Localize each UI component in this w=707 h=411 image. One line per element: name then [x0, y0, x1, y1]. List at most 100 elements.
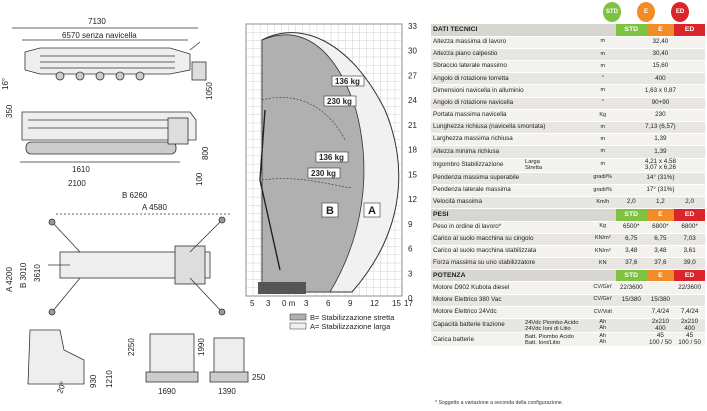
row-label: Velocità massima — [431, 196, 590, 210]
table-row: Angolo di rotazione torretta°400 — [431, 72, 705, 86]
value-line: 45 — [686, 332, 694, 340]
row-value: 1,39 — [615, 145, 705, 159]
row-label: Angolo di rotazione torretta — [431, 72, 590, 86]
row-value-e: 6,75 — [646, 233, 675, 246]
load-label-2: 230 kg — [327, 97, 352, 106]
row-unit: ° — [589, 97, 616, 110]
front-views-drawing — [27, 329, 249, 385]
y-tick-label: 6 — [408, 245, 413, 254]
y-tick-label: 12 — [408, 195, 417, 204]
col-header-ed: ED — [674, 269, 705, 283]
row-unit: ° — [589, 72, 616, 86]
x-tick-label: 5 — [250, 299, 255, 308]
row-value-ed: 7,4/24 — [674, 306, 705, 320]
row-unit: Kg — [589, 109, 616, 123]
row-unit: CV/Giri' — [589, 294, 616, 307]
technical-drawings: 7130 6570 senza navicella 16° 1050 350 8… — [1, 17, 417, 396]
row-unit: Km/h — [589, 196, 616, 210]
sublabel: Stretta — [524, 165, 543, 172]
sublabel: Batt. Ioni/Litio — [524, 339, 561, 346]
row-label: Lunghezza richiusa (navicella smontata) — [431, 121, 590, 135]
footnote: * Soggetto a variazione a seconda della … — [435, 400, 564, 406]
row-label: Sbraccio laterale massimo — [431, 60, 590, 74]
top-view-drawing — [12, 27, 207, 81]
row-unit: m — [589, 48, 616, 62]
row-value-std: 6,75 — [615, 233, 647, 246]
zone-a-box — [363, 202, 381, 218]
dim-height-1: 1050 — [205, 82, 214, 100]
row-value-e: 37,6 — [646, 257, 675, 271]
row-value-ed — [674, 294, 705, 307]
row-value-std: 3,48 — [615, 245, 647, 259]
load-label-3: 136 kg — [319, 153, 344, 162]
row-label: Carica batterie — [431, 332, 523, 348]
dim-total-length: 7130 — [88, 17, 106, 26]
col-header-e: E — [646, 269, 675, 283]
row-unit: m — [589, 84, 616, 98]
value-line: 3,07 x 6,26 — [644, 164, 676, 172]
x-tick-label: 6 — [326, 299, 331, 308]
dim-angle: 16° — [1, 78, 10, 90]
row-unit: m — [589, 145, 616, 159]
row-unit: m — [589, 60, 616, 74]
y-tick-label: 3 — [408, 269, 413, 278]
value-line: 2x210 — [681, 318, 699, 326]
y-tick-label: 15 — [408, 170, 417, 179]
dim-front-h1: 2250 — [127, 338, 136, 356]
row-value: 30,40 — [615, 48, 705, 62]
row-label: Capacità batterie trazione — [431, 318, 523, 334]
row-value-std: 6500* — [615, 221, 647, 234]
unit-line: Ah — [599, 333, 607, 340]
y-tick-label: 9 — [408, 220, 413, 229]
row-label: Pendenza laterale massima — [431, 184, 590, 198]
y-tick-label: 0 — [408, 294, 413, 303]
row-label: Forza massima su uno stabilizzatore — [431, 257, 590, 271]
dim-front-w5: 1210 — [105, 370, 114, 388]
row-unit: m — [589, 133, 616, 147]
y-tick-label: 33 — [408, 22, 417, 31]
dim-plan-hin: 3610 — [33, 264, 42, 282]
x-tick-label: 0 m — [282, 299, 296, 308]
row-value: 17° (31%) — [615, 184, 705, 198]
dim-front-w1: 1690 — [158, 387, 176, 396]
row-unit: KN/m² — [589, 245, 616, 259]
dim-front-w2: 1390 — [218, 387, 236, 396]
row-value: 1,63 x 0,87 — [615, 84, 705, 98]
dim-side-w1: 1610 — [72, 165, 90, 174]
row-label: Motore Elettrico 24Vdc — [431, 306, 590, 320]
unit-line: Ah — [599, 338, 607, 345]
value-line: 400 — [655, 324, 666, 332]
dim-plan-ha: A 4200 — [5, 267, 14, 292]
legend-a-swatch — [289, 322, 307, 330]
dim-plan-b: B 6260 — [122, 191, 148, 200]
row-value: 400 — [615, 72, 705, 86]
col-header-e: E — [646, 208, 675, 222]
row-label: Larghezza massima richiusa — [431, 133, 590, 147]
row-value-e: 15/380 — [646, 294, 675, 307]
y-tick-label: 18 — [408, 146, 417, 155]
row-value-e: 1,2 — [646, 196, 675, 210]
value-line: 100 / 50 — [678, 338, 701, 346]
value-line: 4,21 x 4,58 — [644, 157, 676, 165]
y-tick-label: 24 — [408, 96, 417, 105]
load-box-2 — [323, 95, 357, 107]
sublabel: 24Vdc Piombo Acido — [524, 319, 579, 326]
sublabel: Larga — [524, 159, 540, 166]
dim-front-h2: 1990 — [197, 338, 206, 356]
row-unit: CV/Giri' — [589, 281, 616, 295]
table-row: Lunghezza richiusa (navicella smontata)m… — [431, 121, 705, 135]
dim-plan-a: A 4580 — [142, 203, 167, 212]
